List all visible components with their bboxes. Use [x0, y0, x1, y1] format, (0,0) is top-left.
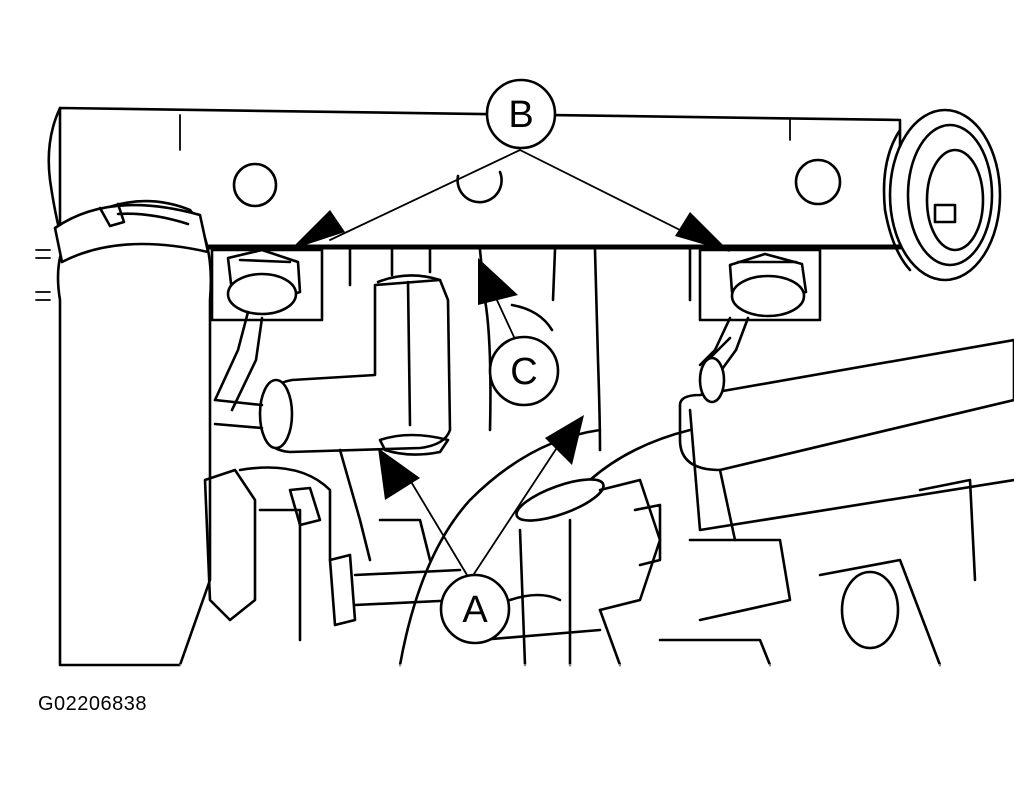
callout-a: A	[439, 573, 511, 645]
figure-code: G02206838	[38, 693, 148, 715]
lower-margin	[0, 668, 1014, 789]
bolt-left	[210, 248, 324, 412]
arrow-c	[478, 258, 518, 305]
callout-b: B	[485, 78, 557, 150]
rail-hole-left	[232, 162, 278, 208]
rail-hole-middle	[456, 170, 503, 204]
arrow-b-right	[675, 212, 730, 252]
coolant-hose	[35, 199, 213, 667]
arrow-a-right	[545, 415, 584, 465]
arrow-a-left	[378, 448, 420, 500]
callout-c: C	[488, 335, 560, 407]
callout-c-label: C	[510, 351, 537, 393]
callout-a-label: A	[462, 589, 488, 631]
arrow-heads	[290, 210, 730, 500]
leader-lines	[329, 149, 701, 581]
round-connector	[882, 108, 1002, 282]
vacuum-hose-elbow	[213, 274, 452, 456]
diagonal-tube	[678, 336, 1014, 542]
lower-engine-block	[179, 448, 1014, 667]
rail-hole-right	[794, 158, 842, 206]
bolt-right	[698, 248, 822, 374]
callout-b-label: B	[508, 94, 533, 136]
tubes	[348, 246, 692, 452]
arrow-b-left	[290, 210, 345, 250]
